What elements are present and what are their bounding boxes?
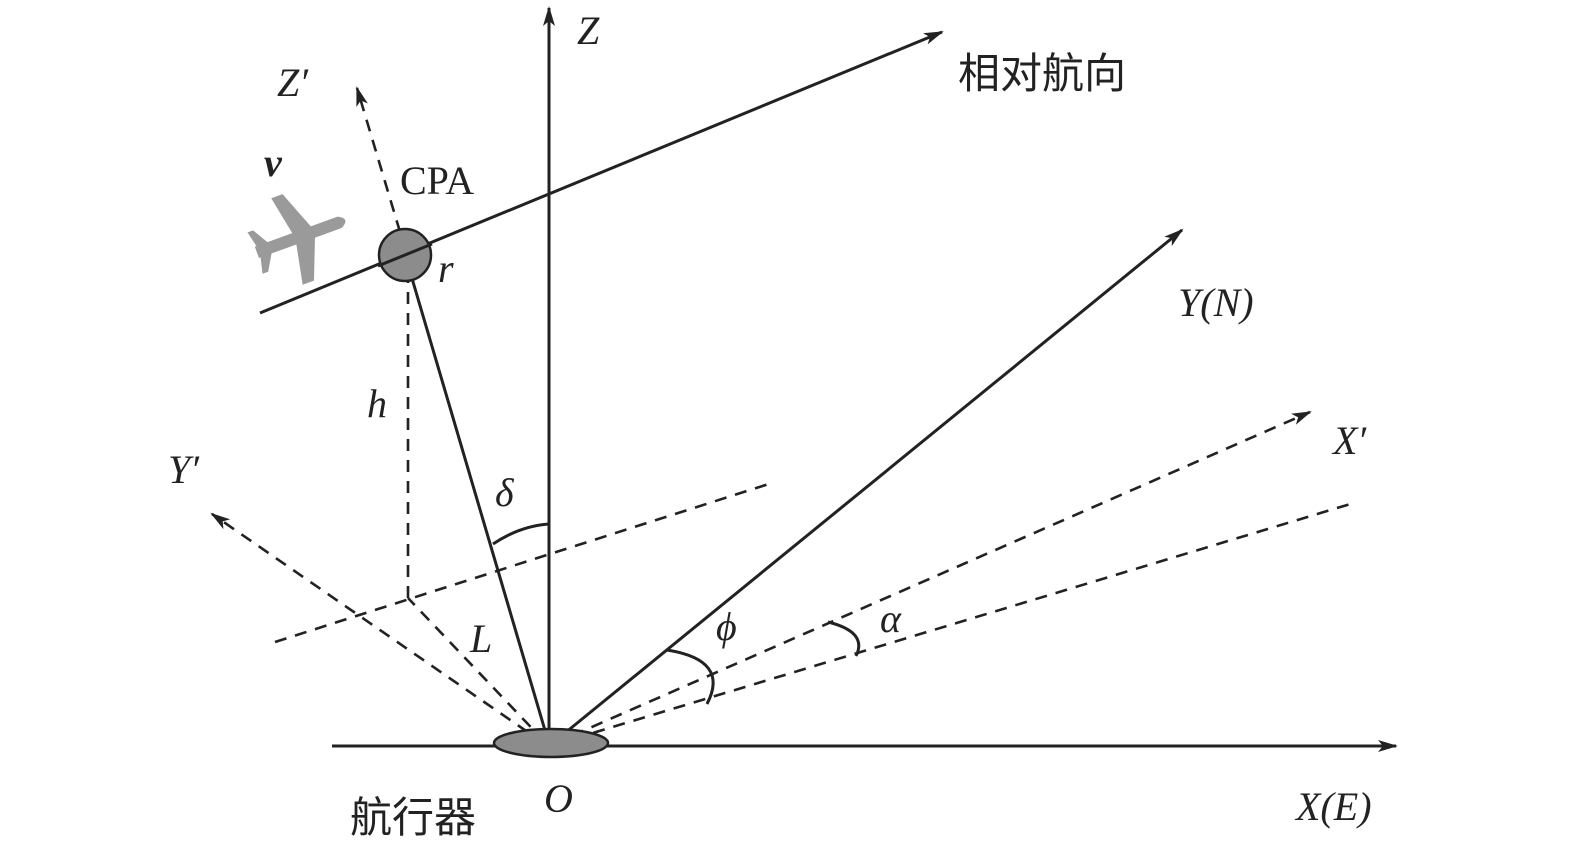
z-axis-label: Z xyxy=(577,8,600,53)
radius-label: r xyxy=(438,246,454,291)
alpha-reference-line xyxy=(552,500,1358,747)
y-axis xyxy=(548,228,1184,748)
y-prime-axis xyxy=(210,512,546,746)
origin-label: O xyxy=(544,776,573,821)
z-prime-label: Z′ xyxy=(277,60,309,105)
projected-heading-line xyxy=(274,480,776,644)
z-prime-axis xyxy=(355,86,408,253)
delta-angle-arc xyxy=(492,522,550,546)
relative-heading-line xyxy=(259,30,944,315)
height-label: h xyxy=(367,381,387,426)
relative-heading-label: 相对航向 xyxy=(958,49,1126,98)
delta-label: δ xyxy=(495,470,515,515)
cpa-label: CPA xyxy=(400,158,474,203)
airplane-icon xyxy=(247,194,346,285)
y-north-label: Y(N) xyxy=(1178,280,1254,325)
x-east-label: X(E) xyxy=(1294,784,1372,829)
alpha-label: α xyxy=(880,596,902,641)
vehicle-label: 航行器 xyxy=(350,793,476,842)
cpa-heading-overlay xyxy=(377,242,433,268)
phi-label: ϕ xyxy=(716,604,737,649)
phi-angle-arc xyxy=(666,648,715,705)
x-prime-label: X′ xyxy=(1331,418,1367,463)
velocity-label: v xyxy=(264,140,283,185)
x-prime-axis xyxy=(552,410,1312,746)
alpha-angle-arc xyxy=(827,620,861,657)
line-of-sight-L xyxy=(404,257,551,745)
vehicle-ellipse xyxy=(492,727,610,759)
y-prime-label: Y′ xyxy=(168,447,200,492)
distance-label: L xyxy=(469,616,492,661)
